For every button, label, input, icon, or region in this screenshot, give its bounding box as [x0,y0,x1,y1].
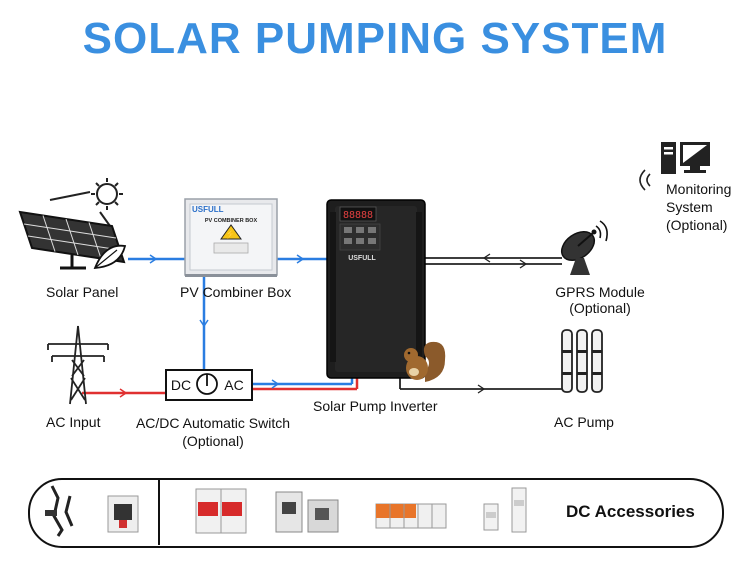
monitoring-label: Monitoring System (Optional) [666,180,731,234]
gprs-label: GPRS Module (Optional) [540,284,660,316]
monitoring-label-line3: (Optional) [666,217,728,233]
gprs-label-line1: GPRS Module [555,284,645,300]
ac-pump-label: AC Pump [554,414,614,430]
accessory-mccb-icon [275,491,339,533]
squirrel-icon [404,341,446,382]
inverter-label: Solar Pump Inverter [313,398,438,414]
ac-input-label: AC Input [46,414,101,430]
combiner-box-label: PV Combiner Box [180,284,292,300]
accessories-divider [158,479,160,545]
ac-dc-switch-icon [165,369,253,401]
power-tower-icon [47,325,109,405]
dc-accessories-label: DC Accessories [566,502,695,521]
combiner-name-text: PV COMBINER BOX [205,218,258,224]
dc-wire-combiner-to-inverter [277,254,327,264]
wire-inverter-to-gprs [425,253,562,269]
combiner-box-icon: ⚡ [184,198,278,277]
accessory-dc-isolator-icon [107,495,139,533]
accessory-fuse-holder-icon [483,487,527,533]
pump-icon [561,329,603,393]
accessory-spd-icon [375,503,447,529]
solar-panel-label: Solar Panel [46,284,119,300]
switch-ac-text: AC [224,377,243,393]
inverter-icon [326,199,426,379]
computer-icon [639,142,710,191]
inverter-display-text: 88888 [343,210,373,221]
switch-label-line2: (Optional) [182,433,244,449]
monitoring-label-line2: System [666,199,713,215]
accessories-bar [28,478,724,548]
monitoring-label-line1: Monitoring [666,181,732,197]
switch-label: AC/DC Automatic Switch (Optional) [120,414,306,450]
accessory-mcb-red-icon [195,488,247,534]
satellite-dish-icon [560,220,608,275]
inverter-brand-text: USFULL [348,255,376,262]
svg-text:⚡: ⚡ [225,228,236,240]
wire-inverter-to-pump [399,378,563,394]
switch-dc-text: DC [171,377,191,393]
dc-wire-panel-to-combiner [128,254,185,264]
ac-wire-input-to-switch [82,388,166,398]
dc-wire-combiner-to-switch [199,276,209,372]
gprs-label-line2: (Optional) [569,300,631,316]
wire-switch-to-inverter [252,378,359,391]
diagram-title: SOLAR PUMPING SYSTEM [82,14,668,63]
solar-panel-icon [18,178,127,270]
switch-label-line1: AC/DC Automatic Switch [135,415,291,431]
combiner-brand-text: USFULL [192,205,224,214]
